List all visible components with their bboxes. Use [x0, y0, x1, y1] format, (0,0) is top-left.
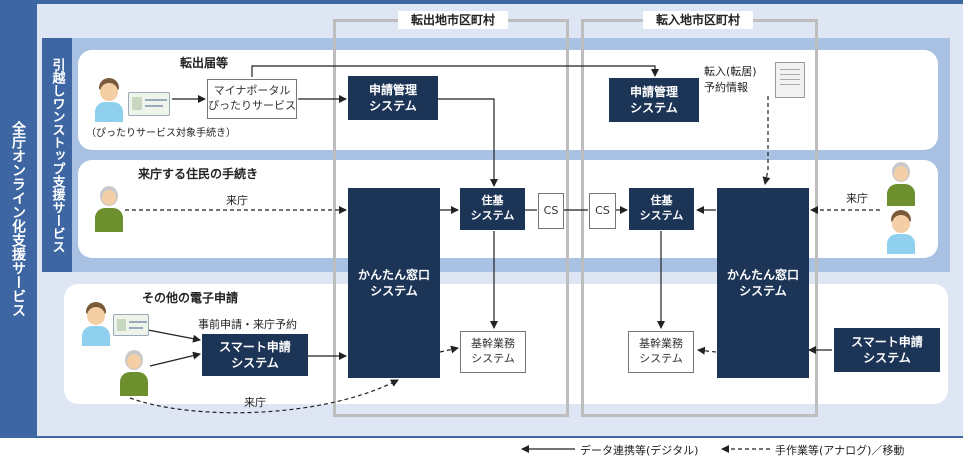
inner-service-label-bg [42, 38, 72, 272]
core-business-system-in: 基幹業務 システム [628, 331, 694, 373]
dashed-kantan-to-kikan-in [697, 346, 717, 355]
visit-label-bottom: 来庁 [244, 396, 266, 409]
lane-title-visiting: 来庁する住民の手続き [138, 167, 259, 181]
legend-analog-label: 手作業等(アナログ)／移動 [775, 444, 905, 457]
resident-icon [95, 78, 123, 122]
dashed-kantan-to-kikan-out [439, 345, 459, 354]
arrow-appmgmt-to-juki [438, 98, 498, 187]
cs-box-in: CS [589, 193, 616, 229]
portal-note: （ぴったりサービス対象手続き） [86, 128, 236, 139]
inner-service-label: 引越しワンストップ支援サービス [49, 57, 65, 253]
document-icon [775, 62, 805, 98]
senior-resident-icon [120, 350, 148, 396]
outer-service-label: 全庁オンライン化支援サービス [10, 121, 26, 317]
juki-system-out: 住基 システム [460, 188, 525, 230]
visit-label-left: 来庁 [226, 194, 248, 207]
dashed-tennyu-info [762, 96, 771, 185]
dashed-raichou-bottom [129, 379, 399, 414]
kantan-window-system-out: かんたん窓口 システム [348, 188, 440, 378]
senior-resident-icon [887, 162, 915, 206]
tennyu-reservation-info: 転入(転居) 予約情報 [704, 65, 757, 94]
core-business-system-out: 基幹業務 システム [460, 331, 526, 373]
resident-icon [887, 210, 915, 254]
app-management-system-in: 申請管理 システム [609, 78, 699, 122]
column-header-out: 転出地市区町村 [398, 11, 508, 29]
pre-application-label: 事前申請・来庁予約 [198, 318, 297, 331]
id-card-icon [128, 92, 170, 116]
smart-application-system-out: スマート申請 システム [202, 334, 308, 376]
lane-title-other: その他の電子申請 [142, 291, 239, 305]
app-management-system-out: 申請管理 システム [348, 76, 438, 120]
arrow-senior-to-smart [149, 351, 201, 367]
resident-icon [82, 302, 110, 346]
myna-portal-box: マイナポータル ぴったりサービス [207, 79, 297, 119]
arrow-portal-to-appmgmt-in [251, 65, 659, 77]
id-card-icon [113, 314, 149, 336]
cs-box-out: CS [538, 193, 564, 229]
arrow-resident-to-smart [147, 329, 201, 343]
lane-title-moveout: 転出届等 [180, 56, 229, 70]
legend-digital-label: データ連携等(デジタル) [580, 444, 699, 457]
senior-resident-icon [95, 186, 123, 232]
kantan-window-system-in: かんたん窓口 システム [717, 188, 809, 378]
smart-application-system-in: スマート申請 システム [834, 328, 940, 372]
column-header-in: 転入地市区町村 [643, 11, 753, 29]
visit-label-right: 来庁 [846, 192, 868, 205]
juki-system-in: 住基 システム [629, 188, 694, 230]
